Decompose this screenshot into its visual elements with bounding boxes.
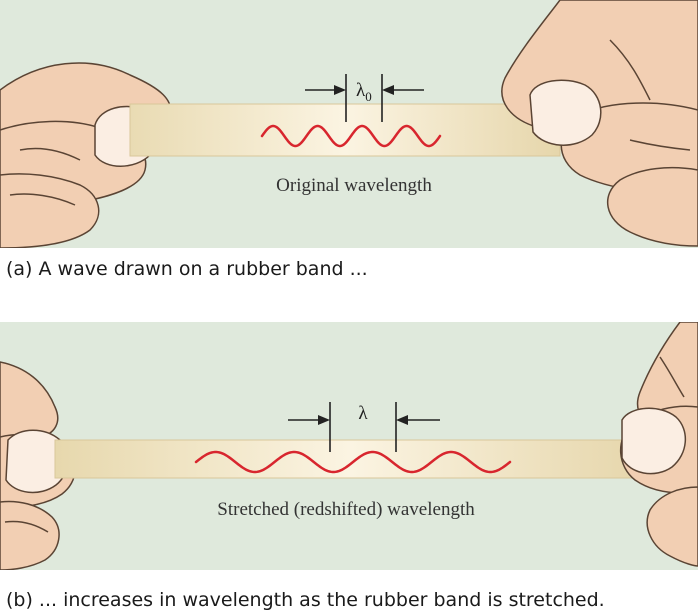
left-hand-b	[0, 361, 76, 570]
wavelength-marker-a	[305, 74, 424, 122]
panel-stretched: λ Stretched (redshifted) wavelength	[0, 322, 698, 570]
right-hand-b	[619, 322, 698, 567]
lambda-0-label: λ0	[356, 80, 372, 104]
wave-stretched	[194, 450, 512, 474]
caption-a: (a) A wave drawn on a rubber band ...	[6, 258, 368, 280]
panel-original: λ0 Original wavelength	[0, 0, 698, 248]
stretched-wavelength-label: Stretched (redshifted) wavelength	[217, 499, 475, 520]
lambda-label: λ	[358, 403, 368, 424]
rubber-band-a	[129, 103, 561, 157]
original-wavelength-label: Original wavelength	[276, 175, 432, 196]
wave-original	[260, 124, 442, 148]
original-band-illustration: λ0 Original wavelength	[0, 0, 698, 248]
rubber-band-b	[54, 439, 646, 479]
right-hand-a	[501, 0, 698, 247]
caption-b: (b) ... increases in wavelength as the r…	[6, 589, 605, 611]
wavelength-marker-b	[288, 402, 440, 452]
stretched-band-illustration: λ Stretched (redshifted) wavelength	[0, 322, 698, 570]
